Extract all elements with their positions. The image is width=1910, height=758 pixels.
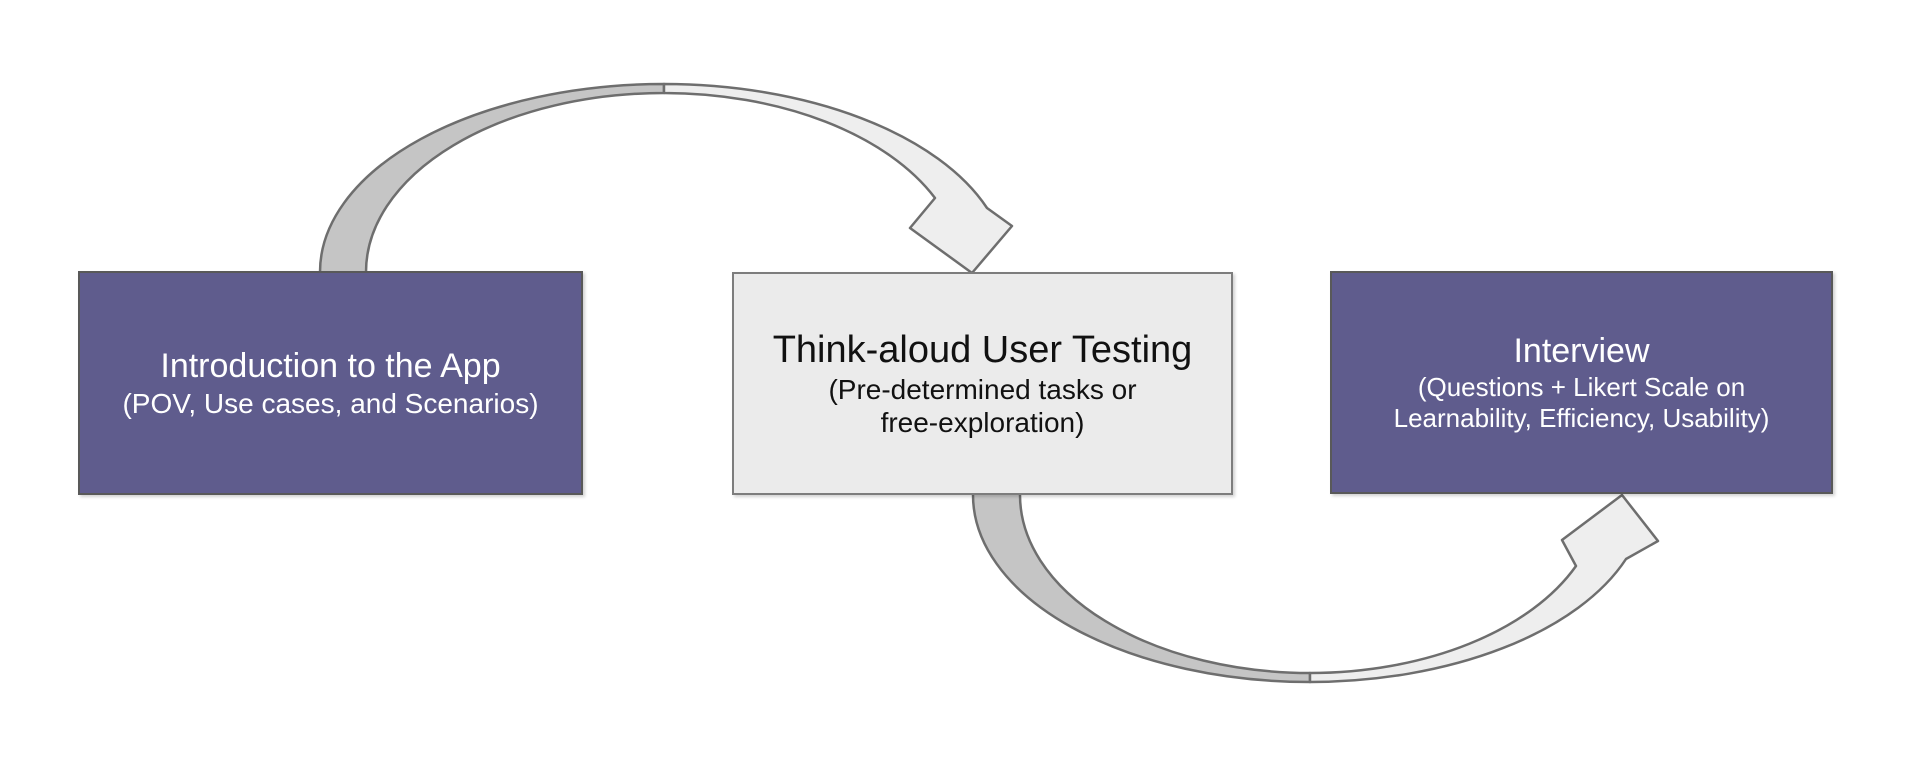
step-title: Introduction to the App [160,347,501,386]
flow-step-introduction: Introduction to the App (POV, Use cases,… [78,271,583,495]
step-subtitle-line: (POV, Use cases, and Scenarios) [122,387,539,419]
curved-arrow-bottom-head-icon [1308,493,1660,684]
step-subtitle-line: (Pre-determined tasks or [828,374,1137,406]
step-title: Think-aloud User Testing [772,328,1193,371]
curved-arrow-top-head-icon [662,82,1014,275]
flow-step-think-aloud-user-testing: Think-aloud User Testing (Pre-determined… [732,272,1233,495]
flow-step-interview: Interview (Questions + Likert Scale on L… [1330,271,1833,494]
step-title: Interview [1513,332,1650,371]
curved-arrow-bottom-tail-icon [971,485,1312,684]
curved-arrow-top-tail-icon [318,82,666,282]
step-subtitle-line: (Questions + Likert Scale on [1417,372,1746,403]
step-subtitle-line: Learnability, Efficiency, Usability) [1393,402,1770,433]
step-subtitle-line: free-exploration) [880,407,1085,439]
